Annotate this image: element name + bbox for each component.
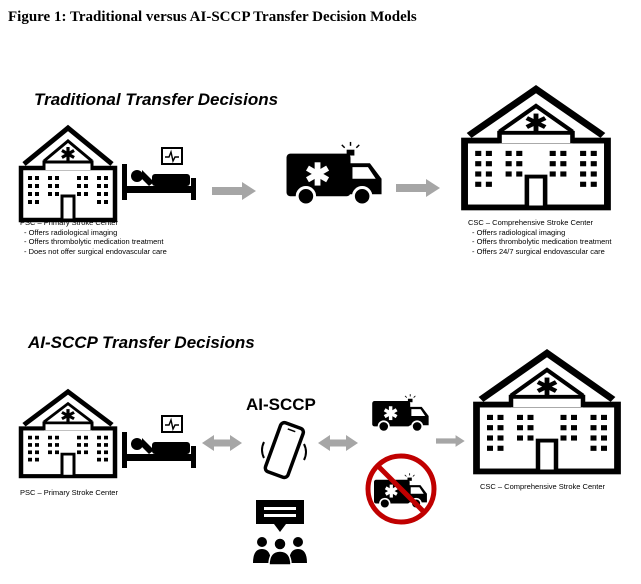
psc-description: PSC – Primary Stroke Center - Offers rad… — [20, 218, 167, 256]
platform-label: AI-SCCP — [246, 395, 316, 414]
hospital-icon — [460, 84, 612, 210]
csc-item: - Offers radiological imaging — [472, 227, 566, 237]
psc-item: - Offers radiological imaging — [24, 227, 118, 237]
arrow-right-icon — [436, 435, 465, 447]
chat-bubble-icon — [256, 500, 304, 532]
ambulance-icon — [285, 140, 384, 207]
csc-description: CSC – Comprehensive Stroke Center - Offe… — [468, 218, 612, 256]
smartphone-icon — [261, 420, 307, 480]
ai-psc-label: PSC – Primary Stroke Center — [20, 488, 118, 497]
psc-item: - Offers thrombolytic medication treatme… — [24, 237, 164, 246]
hospital-icon — [18, 124, 118, 222]
csc-item: - Offers thrombolytic medication treatme… — [472, 237, 612, 246]
patient-bed-icon — [121, 147, 197, 201]
ai-section-title: AI-SCCP Transfer Decisions — [28, 333, 255, 352]
double-arrow-icon — [202, 435, 242, 451]
arrow-right-icon — [396, 179, 440, 197]
patient-bed-icon — [121, 415, 197, 469]
arrow-right-icon — [212, 182, 256, 200]
csc-item: - Offers 24/7 surgical endovascular care — [472, 246, 605, 256]
group-icon — [253, 537, 307, 566]
hospital-icon — [18, 388, 118, 478]
double-arrow-icon — [318, 435, 358, 451]
ambulance-icon — [371, 393, 430, 433]
figure-title: Figure 1: Traditional versus AI-SCCP Tra… — [8, 9, 417, 25]
psc-label: PSC – Primary Stroke Center — [20, 218, 118, 227]
csc-label: CSC – Comprehensive Stroke Center — [468, 218, 594, 227]
psc-item: - Does not offer surgical endovascular c… — [24, 246, 167, 256]
ai-csc-label: CSC – Comprehensive Stroke Center — [480, 482, 606, 491]
hospital-icon — [472, 348, 622, 474]
traditional-section-title: Traditional Transfer Decisions — [34, 90, 279, 109]
no-ambulance-icon — [365, 453, 437, 525]
